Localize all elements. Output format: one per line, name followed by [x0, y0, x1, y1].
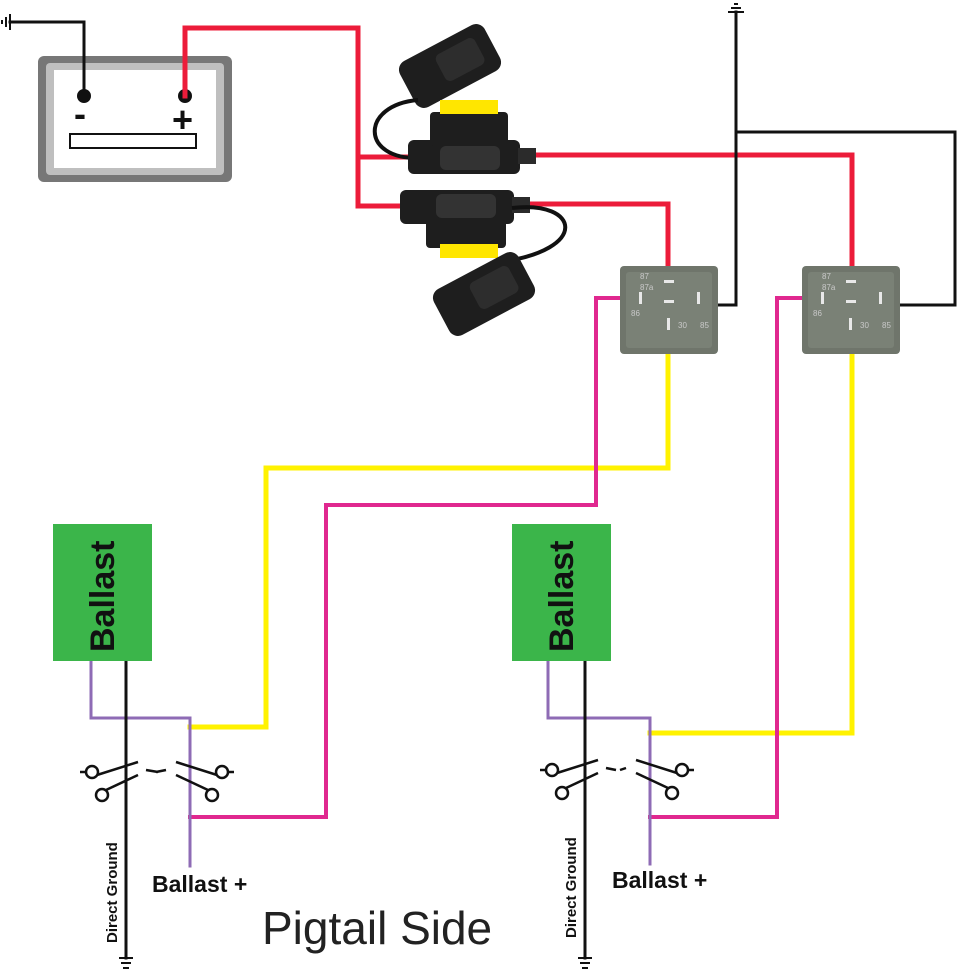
- fuse-to-relay-1-wire: [527, 201, 671, 275]
- ballast-2-positive-label: Ballast +: [612, 867, 707, 893]
- relay-1-trigger-wire: [187, 342, 671, 730]
- scissors-icon: [80, 760, 159, 803]
- relay-pin-87a: 87a: [640, 283, 654, 292]
- ballast-2-ground-label: Direct Ground: [563, 837, 580, 938]
- ballast-2-positive-wire: [546, 659, 652, 866]
- relay-icon: 87 87a 86 85 30: [802, 266, 900, 354]
- relay-pin-87: 87: [640, 272, 649, 281]
- relay-pin-85: 85: [700, 321, 709, 330]
- relay-2-ground-wire: [734, 130, 957, 307]
- battery-ground-wire: [8, 20, 86, 98]
- footer-title: Pigtail Side: [262, 902, 492, 954]
- relay-2: 87 87a 86 85 30: [802, 266, 900, 354]
- fuse-to-relay-2-wire: [533, 152, 855, 275]
- relay-pin-86: 86: [813, 309, 822, 318]
- battery-positive-wire: [182, 25, 423, 160]
- battery-negative-label: -: [74, 93, 86, 134]
- relay-1-output-wire: [188, 296, 637, 819]
- scissors-icon: [540, 758, 617, 801]
- relay-pin-87: 87: [822, 272, 831, 281]
- relay-1-ground-wire: [710, 10, 738, 307]
- ballast-1-label: Ballast: [84, 541, 122, 653]
- scissors-icon: [619, 758, 694, 801]
- relay-2-output-wire: [648, 296, 820, 819]
- ballast-2-label: Ballast: [543, 541, 581, 653]
- ballast-1-ground-label: Direct Ground: [104, 842, 121, 943]
- battery-positive-label: +: [172, 99, 193, 140]
- ballast-1-positive-label: Ballast +: [152, 871, 247, 897]
- relay-pin-86: 86: [631, 309, 640, 318]
- relay-1: 87 87a 86 85 30: [620, 266, 718, 354]
- fuse-feed-wire: [355, 154, 403, 209]
- ballast-2: Ballast: [512, 524, 611, 661]
- ground-symbol-icon: [119, 957, 133, 969]
- relay-pin-30: 30: [860, 321, 869, 330]
- scissors-icon: [155, 760, 234, 803]
- ground-symbol-icon: [1, 14, 11, 30]
- relay-icon: 87 87a 86 85 30: [620, 266, 718, 354]
- relay-pin-30: 30: [678, 321, 687, 330]
- fuse-holder-icon: [400, 190, 568, 336]
- ballast-1: Ballast: [53, 524, 152, 661]
- fuse-holder-icon: [372, 24, 536, 174]
- ground-symbol-icon: [578, 957, 592, 969]
- relay-2-trigger-wire: [647, 342, 855, 736]
- relay-pin-85: 85: [882, 321, 891, 330]
- ballast-1-positive-wire: [89, 659, 192, 868]
- battery-icon: - +: [38, 56, 232, 182]
- relay-pin-87a: 87a: [822, 283, 836, 292]
- ground-symbol-icon: [728, 3, 744, 13]
